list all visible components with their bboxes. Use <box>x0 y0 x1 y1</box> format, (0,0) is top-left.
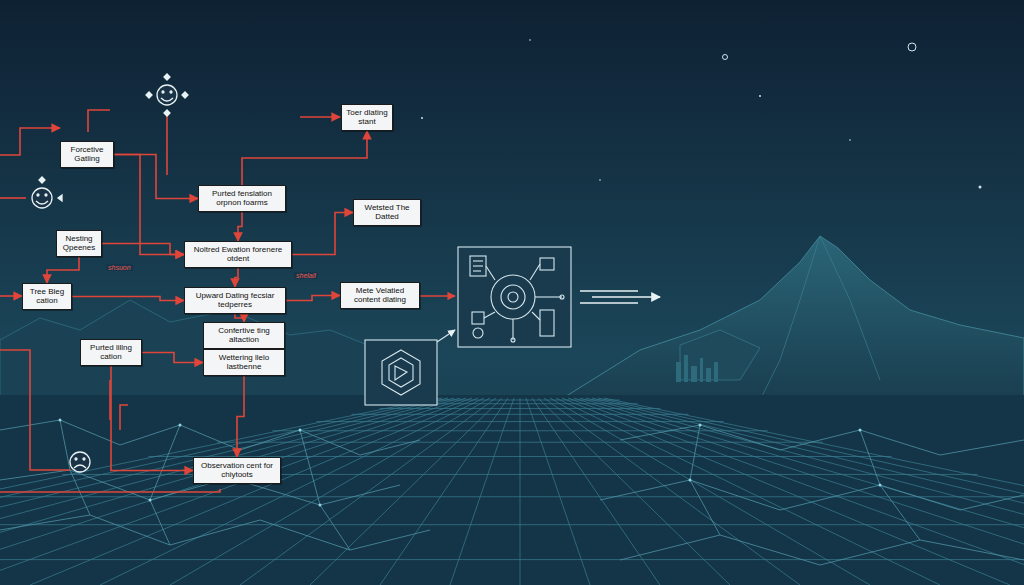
smiley-icon <box>146 74 188 116</box>
mesh-nodes <box>59 419 882 507</box>
stars <box>421 39 982 188</box>
ground-plane <box>0 395 1024 585</box>
flow-arrow <box>237 376 244 457</box>
flow-arrow <box>114 154 184 254</box>
motion-arrow <box>420 291 660 303</box>
process-box: Noltred Ewation forenere otdent <box>184 241 292 268</box>
process-box: Wettering llelo lastbenne <box>203 349 285 376</box>
hexagon-illustration <box>365 330 455 405</box>
process-box: Mete Velatied content dlating <box>340 282 420 309</box>
process-box: Purted lillng cation <box>80 339 142 366</box>
system-illustration <box>458 247 571 347</box>
box-text: Upward Dating fecsiar tedperres <box>189 291 281 310</box>
flow-arrow <box>292 212 353 254</box>
flow-arrow <box>72 296 184 300</box>
box-text: Wettering llelo lastbenne <box>208 353 280 372</box>
process-box: Observation cent for chiytoots <box>193 457 281 484</box>
box-text: Purted lillng cation <box>85 343 137 362</box>
box-text: Nesting Qpeenes <box>61 234 97 253</box>
process-box: Confertive ting altaction <box>203 322 285 349</box>
inbound-lines <box>0 110 340 492</box>
box-text: Toer dlating stant <box>346 108 388 127</box>
flow-arrow <box>235 268 238 287</box>
flow-arrow <box>47 257 79 283</box>
process-box: Purted fenslation orpnon foarms <box>198 185 286 212</box>
box-text: Wetsted The Datted <box>358 203 416 222</box>
process-box: Tree Bleg cation <box>22 283 72 310</box>
flow-arrow <box>111 366 193 471</box>
city-skyline <box>676 355 718 382</box>
process-box: Forcetive Gatling <box>60 141 114 168</box>
box-text: Noltred Ewation forenere otdent <box>189 245 287 264</box>
flow-arrow <box>114 154 198 198</box>
box-text: Purted fenslation orpnon foarms <box>203 189 281 208</box>
box-text: Observation cent for chiytoots <box>198 461 276 480</box>
box-text: Confertive ting altaction <box>208 326 280 345</box>
process-box: Wetsted The Datted <box>353 199 421 226</box>
process-box: Toer dlating stant <box>341 104 393 131</box>
box-text: Forcetive Gatling <box>65 145 109 164</box>
box-text: Tree Bleg cation <box>27 287 67 306</box>
terrain-mesh <box>0 420 1024 565</box>
line-note: shsuon <box>106 264 133 271</box>
mountains <box>0 236 1024 420</box>
flow-arrow <box>102 243 184 254</box>
flow-arrow <box>235 314 244 322</box>
flow-arrow <box>286 295 340 300</box>
process-box: Nesting Qpeenes <box>56 230 102 257</box>
perspective-grid <box>0 398 1024 585</box>
smiley-icon <box>32 177 62 208</box>
flow-arrow <box>142 352 203 362</box>
flow-arrow <box>238 212 242 241</box>
sad-face-icon <box>70 452 90 472</box>
flow-arrow <box>242 131 367 185</box>
process-box: Upward Dating fecsiar tedperres <box>184 287 286 314</box>
box-text: Mete Velatied content dlating <box>345 286 415 305</box>
line-note: shelall <box>294 272 318 279</box>
